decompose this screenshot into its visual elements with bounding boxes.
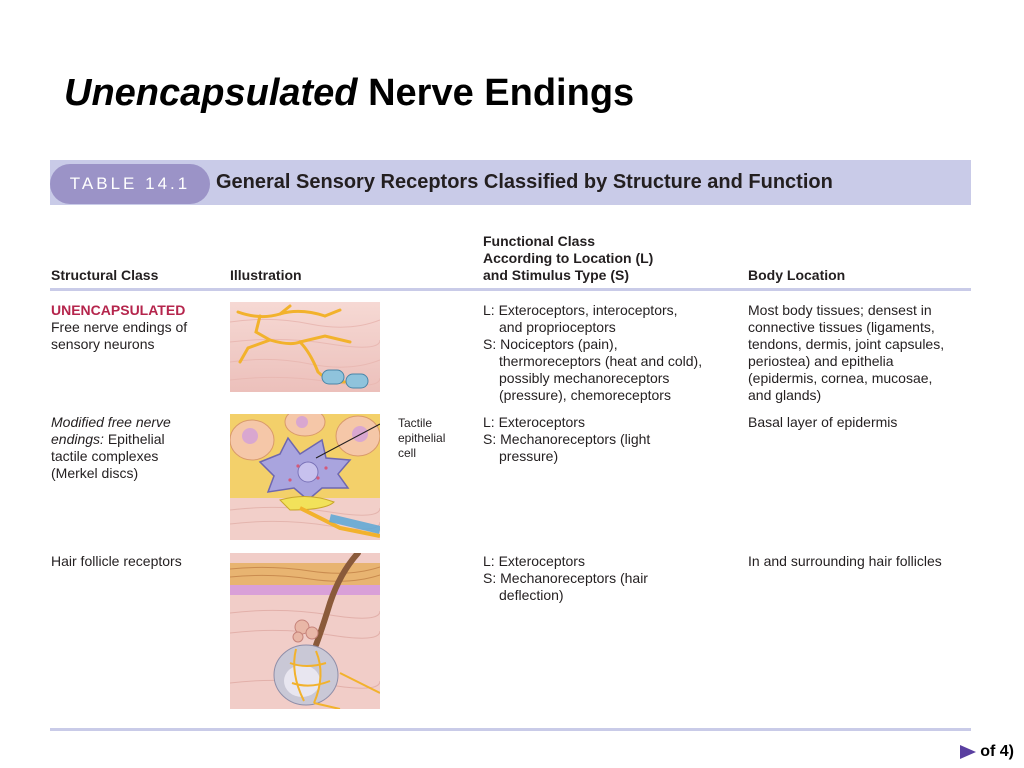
row1-functional-line2: and proprioceptors xyxy=(499,319,616,335)
row2-functional-line1: L: Exteroceptors xyxy=(483,414,585,430)
table-badge: TABLE 14.1 xyxy=(50,164,210,204)
row2-structural-italic-line1: Modified free nerve xyxy=(51,414,171,430)
row3-location-line1: In and surrounding hair follicles xyxy=(748,553,942,569)
row1-structural-line1: Free nerve endings of xyxy=(51,319,188,335)
row1-location-line5: (epidermis, cornea, mucosae, xyxy=(748,370,933,386)
tactile-epithelial-cell-callout: Tactile epithelial cell xyxy=(398,416,445,461)
row2-functional-line3: pressure) xyxy=(499,448,559,464)
row1-functional-line6: (pressure), chemoreceptors xyxy=(499,387,671,403)
row2-functional: L: Exteroceptors S: Mechanoreceptors (li… xyxy=(483,414,650,465)
row1-functional-line3: S: Nociceptors (pain), xyxy=(483,336,618,352)
row1-location: Most body tissues; densest in connective… xyxy=(748,302,944,404)
illustration-merkel-disc xyxy=(230,414,380,540)
row1-structural-line2: sensory neurons xyxy=(51,336,155,352)
row3-functional: L: Exteroceptors S: Mechanoreceptors (ha… xyxy=(483,553,648,604)
col-head-body-location: Body Location xyxy=(748,267,846,283)
row1-functional: L: Exteroceptors, interoceptors, and pro… xyxy=(483,302,702,404)
row3-structural-line1: Hair follicle receptors xyxy=(51,553,182,569)
row1-location-line6: and glands) xyxy=(748,387,822,403)
row1-location-line2: connective tissues (ligaments, xyxy=(748,319,935,335)
row1-functional-line5: possibly mechanoreceptors xyxy=(499,370,670,386)
slide-title: Unencapsulated Nerve Endings xyxy=(64,72,634,115)
col-head-structural-class: Structural Class xyxy=(51,267,159,283)
callout-line1: Tactile xyxy=(398,416,433,430)
row3-location: In and surrounding hair follicles xyxy=(748,553,942,570)
group-label-unencapsulated: UNENCAPSULATED xyxy=(51,302,186,318)
row3-functional-line2: S: Mechanoreceptors (hair xyxy=(483,570,648,586)
slide-title-italic: Unencapsulated xyxy=(64,72,358,114)
row2-structural-line3: (Merkel discs) xyxy=(51,465,139,481)
row2-structural: Modified free nerve endings: Epithelial … xyxy=(51,414,171,482)
page-indicator: of 4) xyxy=(980,743,1014,760)
header-divider xyxy=(50,288,971,291)
row2-structural-line1: Epithelial xyxy=(103,431,165,447)
illustration-free-nerve-endings xyxy=(230,302,380,392)
row2-structural-line2: tactile complexes xyxy=(51,448,159,464)
col-head-functional-line1: Functional Class xyxy=(483,233,596,249)
row2-location-line1: Basal layer of epidermis xyxy=(748,414,898,430)
row3-functional-line3: deflection) xyxy=(499,587,564,603)
row2-location: Basal layer of epidermis xyxy=(748,414,897,431)
table-bottom-rule xyxy=(50,728,971,731)
row3-structural: Hair follicle receptors xyxy=(51,553,182,570)
row1-location-line3: tendons, dermis, joint capsules, xyxy=(748,336,945,352)
col-head-illustration: Illustration xyxy=(230,267,302,283)
col-head-functional-line3: and Stimulus Type (S) xyxy=(483,267,629,283)
table-title: General Sensory Receptors Classified by … xyxy=(216,171,833,193)
callout-line2: epithelial xyxy=(398,431,446,445)
row2-functional-line2: S: Mechanoreceptors (light xyxy=(483,431,651,447)
row1-location-line4: periostea) and epithelia xyxy=(748,353,894,369)
slide-title-rest: Nerve Endings xyxy=(357,72,635,114)
row3-functional-line1: L: Exteroceptors xyxy=(483,553,585,569)
row1-structural: UNENCAPSULATED Free nerve endings of sen… xyxy=(51,302,187,353)
row1-functional-line4: thermoreceptors (heat and cold), xyxy=(499,353,703,369)
table-header-band: TABLE 14.1 General Sensory Receptors Cla… xyxy=(50,160,971,205)
col-head-functional-line2: According to Location (L) xyxy=(483,250,654,266)
col-head-functional-class: Functional Class According to Location (… xyxy=(483,233,653,284)
illustration-hair-follicle xyxy=(230,553,380,709)
callout-line3: cell xyxy=(398,446,417,460)
slide-footer: of 4) xyxy=(960,743,1014,761)
row1-functional-line1: L: Exteroceptors, interoceptors, xyxy=(483,302,678,318)
row2-structural-italic-line2: endings: xyxy=(51,431,104,447)
next-arrow-icon[interactable] xyxy=(960,745,977,759)
row1-location-line1: Most body tissues; densest in xyxy=(748,302,932,318)
